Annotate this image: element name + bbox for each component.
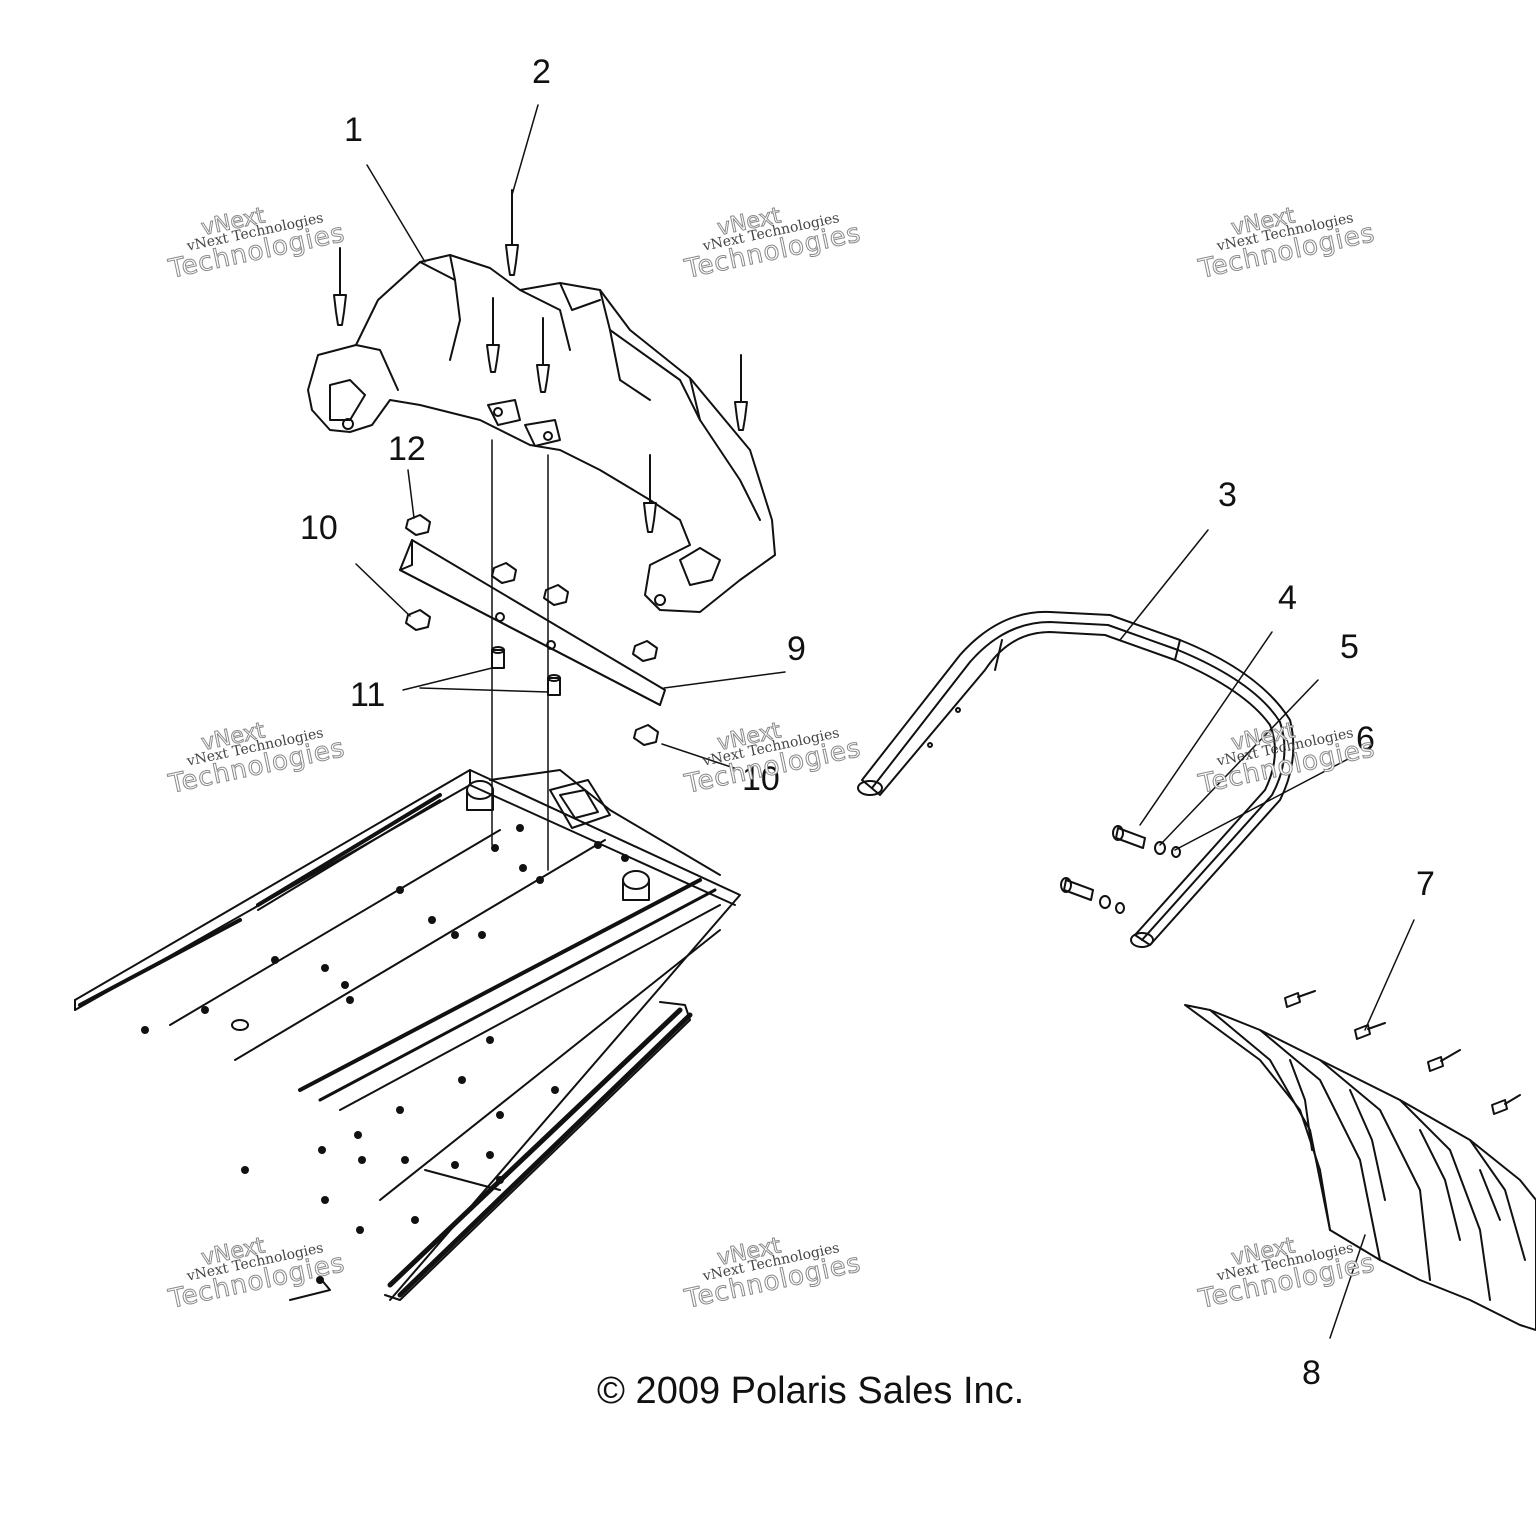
callout-11: 11 — [350, 676, 386, 714]
callout-12: 12 — [388, 430, 426, 468]
part-1-rear-cover — [307, 254, 776, 613]
part-9-bracket — [399, 539, 666, 706]
callout-10-lower: 10 — [742, 760, 780, 798]
hardware-4-5-6 — [1060, 825, 1181, 914]
alignment-lines — [491, 439, 549, 871]
hardware-10-11-12 — [405, 514, 659, 746]
chassis-rivet-holes — [141, 824, 629, 1284]
part-2-rivets — [333, 189, 748, 533]
part-3-grab-handle — [857, 610, 1295, 948]
part-7-rivets — [1284, 990, 1521, 1115]
part-8-snow-flap — [1184, 1004, 1536, 1331]
callout-5: 5 — [1340, 628, 1359, 666]
callout-8: 8 — [1302, 1354, 1321, 1392]
leader-lines — [355, 104, 1415, 1339]
chassis-tunnel — [74, 769, 741, 1301]
callout-3: 3 — [1218, 476, 1237, 514]
callout-9: 9 — [787, 630, 806, 668]
copyright-notice: © 2009 Polaris Sales Inc. — [597, 1370, 1025, 1412]
callout-4: 4 — [1278, 579, 1297, 617]
callout-1: 1 — [344, 111, 363, 149]
callout-10-upper: 10 — [300, 509, 338, 547]
callout-7: 7 — [1416, 865, 1435, 903]
callout-2: 2 — [532, 53, 551, 91]
callout-6: 6 — [1356, 720, 1375, 758]
